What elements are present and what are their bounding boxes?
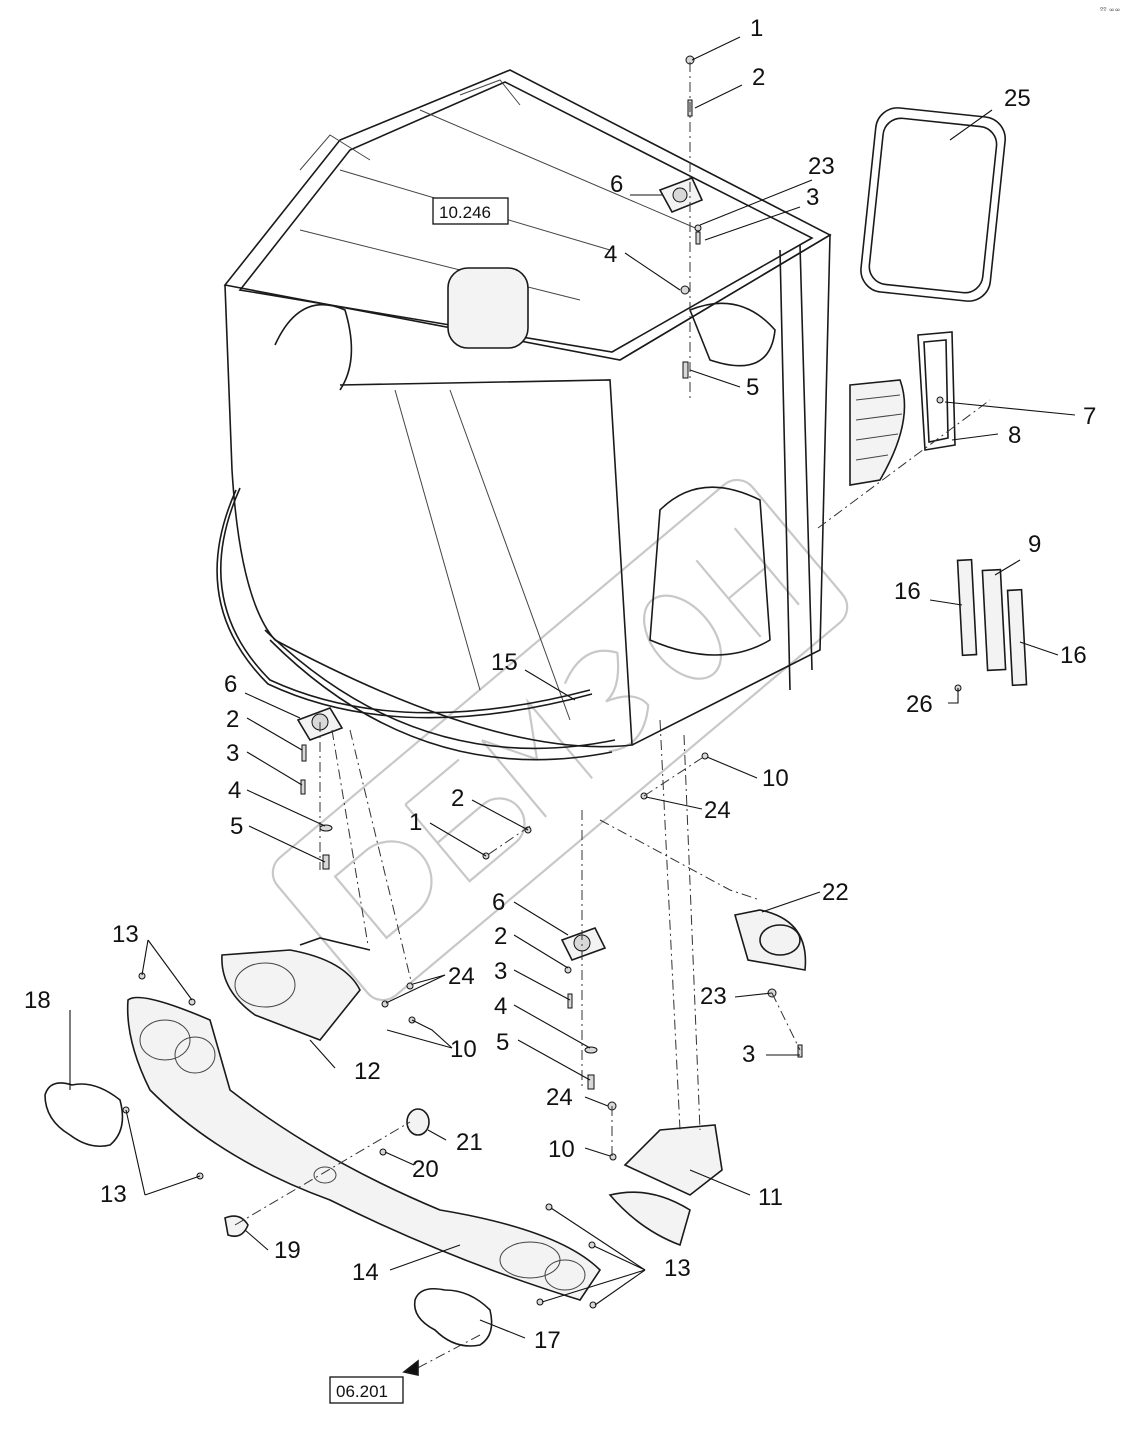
callout-label: 2 xyxy=(494,923,507,950)
callout-label: 12 xyxy=(354,1058,381,1085)
callout-label: 24 xyxy=(546,1084,573,1111)
assembly-lines xyxy=(234,62,991,1373)
callout-label: 17 xyxy=(534,1327,561,1354)
callout-label: 25 xyxy=(1004,85,1031,112)
callout-label: 13 xyxy=(100,1181,127,1208)
callout-label: 2 xyxy=(226,706,239,733)
light-housing-part-12 xyxy=(221,937,371,1041)
light-housing-part-11 xyxy=(608,1124,723,1247)
lens-parts xyxy=(44,1082,493,1347)
bracket-part-22 xyxy=(733,909,807,971)
callout-label: 21 xyxy=(456,1129,483,1156)
callout-label: 16 xyxy=(1060,642,1087,669)
callout-label: 5 xyxy=(746,374,759,401)
callout-label: 22 xyxy=(822,879,849,906)
callout-label: 3 xyxy=(742,1041,755,1068)
callout-label: 6 xyxy=(610,171,623,198)
callout-label: 8 xyxy=(1008,422,1021,449)
callout-label: 4 xyxy=(494,993,507,1020)
callout-label: 5 xyxy=(230,813,243,840)
door-strips xyxy=(956,558,1028,687)
callout-label: 1 xyxy=(750,15,763,42)
callout-label: 5 xyxy=(496,1029,509,1056)
vent-grille xyxy=(849,331,956,486)
callout-label: 11 xyxy=(758,1184,783,1211)
callout-label: 15 xyxy=(491,649,518,676)
callout-label: 24 xyxy=(704,797,731,824)
reference-box-bottom: 06.201 xyxy=(329,1376,404,1404)
callout-label: 24 xyxy=(448,963,475,990)
callout-label: 19 xyxy=(274,1237,301,1264)
callout-label: 23 xyxy=(700,983,727,1010)
corner-mark: ºº ∞∞ xyxy=(1100,6,1120,14)
front-panel-part-14 xyxy=(126,996,602,1301)
leader-lines xyxy=(69,36,1076,1376)
callout-label: 16 xyxy=(894,578,921,605)
callout-label: 14 xyxy=(352,1259,379,1286)
callout-label: 4 xyxy=(228,777,241,804)
window-seal-part-25 xyxy=(860,107,1006,302)
callout-label: 18 xyxy=(24,987,51,1014)
callout-label: 4 xyxy=(604,241,617,268)
reference-box-top: 10.246 xyxy=(432,197,509,225)
fasteners xyxy=(122,55,962,1309)
callout-label: 20 xyxy=(412,1156,439,1183)
callout-label: 2 xyxy=(451,785,464,812)
reference-label: 10.246 xyxy=(439,203,491,222)
reference-label: 06.201 xyxy=(336,1382,388,1401)
callout-label: 10 xyxy=(762,765,789,792)
callout-label: 3 xyxy=(806,184,819,211)
callout-label: 3 xyxy=(494,958,507,985)
cab-assembly xyxy=(216,69,832,761)
callout-label: 2 xyxy=(752,64,765,91)
callout-label: 7 xyxy=(1083,403,1096,430)
callouts: 1 2 25 23 3 6 4 5 7 8 9 16 16 26 15 6 2 … xyxy=(24,15,1096,1354)
callout-label: 9 xyxy=(1028,531,1041,558)
callout-label: 13 xyxy=(112,921,139,948)
watermark-logo xyxy=(271,478,849,1002)
callout-label: 6 xyxy=(492,889,505,916)
callout-label: 10 xyxy=(548,1136,575,1163)
callout-label: 26 xyxy=(906,691,933,718)
callout-label: 23 xyxy=(808,153,835,180)
callout-label: 13 xyxy=(664,1255,691,1282)
callout-label: 3 xyxy=(226,740,239,767)
callout-label: 1 xyxy=(409,809,422,836)
callout-label: 6 xyxy=(224,671,237,698)
callout-label: 10 xyxy=(450,1036,477,1063)
